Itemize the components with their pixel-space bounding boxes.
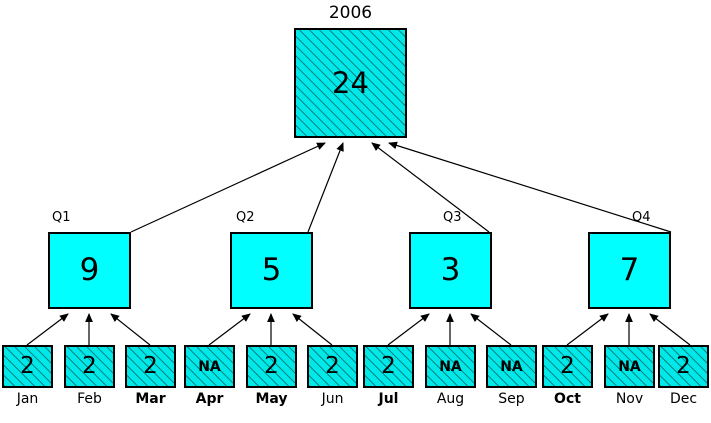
- edge-q2-root: [307, 142, 344, 233]
- node-q2[interactable]: 5: [230, 232, 313, 309]
- edge-jul-q3: [387, 313, 430, 346]
- root-value: 24: [332, 65, 369, 100]
- q3-value: 3: [440, 252, 461, 288]
- edge-q1-root: [130, 142, 326, 233]
- edge-sep-q3: [470, 313, 512, 346]
- node-month-sep[interactable]: NA: [486, 345, 537, 388]
- month-label-feb: Feb: [77, 391, 102, 407]
- node-label-q2: Q2: [236, 210, 255, 225]
- month-label-oct: Oct: [554, 391, 581, 407]
- month-label-nov: Nov: [615, 391, 644, 407]
- node-label-q1: Q1: [52, 210, 71, 225]
- dec-value: 2: [676, 353, 691, 379]
- sep-value: NA: [500, 358, 523, 375]
- node-month-jun[interactable]: 2: [307, 345, 358, 388]
- node-q1[interactable]: 9: [48, 232, 131, 309]
- month-label-jun: Jun: [321, 391, 344, 407]
- month-label-aug: Aug: [436, 391, 465, 407]
- node-month-nov[interactable]: NA: [604, 345, 655, 388]
- month-label-dec: Dec: [669, 391, 698, 407]
- edge-q3-root: [371, 142, 490, 233]
- q2-value: 5: [261, 252, 282, 288]
- edge-jun-q2: [292, 313, 333, 346]
- node-month-feb[interactable]: 2: [64, 345, 115, 388]
- root-label: 2006: [328, 3, 373, 23]
- node-month-apr[interactable]: NA: [184, 345, 235, 388]
- node-month-mar[interactable]: 2: [125, 345, 176, 388]
- edge-oct-q4: [566, 313, 609, 346]
- node-q3[interactable]: 3: [409, 232, 492, 309]
- edge-jan-q1: [26, 313, 69, 346]
- month-label-jan: Jan: [16, 391, 39, 407]
- edge-q4-root: [388, 141, 672, 233]
- edge-dec-q4: [649, 313, 691, 346]
- node-root-2006[interactable]: 24: [294, 28, 407, 138]
- node-month-oct[interactable]: 2: [542, 345, 593, 388]
- edge-apr-q2: [208, 313, 251, 346]
- oct-value: 2: [560, 353, 575, 379]
- month-label-apr: Apr: [195, 391, 224, 407]
- month-label-mar: Mar: [135, 391, 166, 407]
- aug-value: NA: [439, 358, 462, 375]
- node-label-q4: Q4: [632, 210, 651, 225]
- month-label-sep: Sep: [498, 391, 525, 407]
- may-value: 2: [264, 353, 279, 379]
- feb-value: 2: [82, 353, 97, 379]
- jan-value: 2: [20, 353, 35, 379]
- month-label-may: May: [255, 391, 288, 407]
- q1-value: 9: [79, 252, 100, 288]
- node-month-jul[interactable]: 2: [363, 345, 414, 388]
- nov-value: NA: [618, 358, 641, 375]
- month-label-jul: Jul: [378, 391, 399, 407]
- mar-value: 2: [143, 353, 158, 379]
- node-month-may[interactable]: 2: [246, 345, 297, 388]
- edge-mar-q1: [110, 313, 151, 346]
- node-month-dec[interactable]: 2: [658, 345, 709, 388]
- q4-value: 7: [619, 252, 640, 288]
- node-month-aug[interactable]: NA: [425, 345, 476, 388]
- node-label-q3: Q3: [443, 210, 462, 225]
- jul-value: 2: [381, 353, 396, 379]
- jun-value: 2: [325, 353, 340, 379]
- node-q4[interactable]: 7: [588, 232, 671, 309]
- apr-value: NA: [198, 358, 221, 375]
- node-month-jan[interactable]: 2: [2, 345, 53, 388]
